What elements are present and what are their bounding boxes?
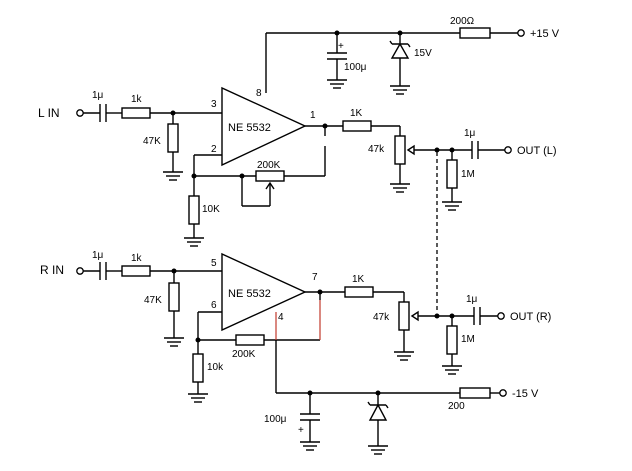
supply-capacitor-plus <box>327 52 347 60</box>
label-c-supply-plus: 100μ <box>344 62 367 73</box>
label-opamp-bottom: NE 5532 <box>228 288 271 300</box>
label-c-supply-minus: 100μ <box>264 414 287 425</box>
label-c-in-r: 1μ <box>92 250 104 261</box>
label-r-out-r: 1K <box>352 274 365 285</box>
label-c-out-l: 1μ <box>464 128 476 139</box>
channel-left: L IN 1μ 1k 47K NE 5532 3 2 8 1 <box>38 86 557 247</box>
label-pot-r: 47k <box>373 312 390 323</box>
label-r-in-r: 1k <box>131 253 143 264</box>
zener-diode-minus <box>367 401 389 421</box>
label-pot-l: 47k <box>368 144 385 155</box>
input-terminal-l <box>76 109 84 117</box>
label-l-in: L IN <box>38 106 60 120</box>
ground-symbol <box>394 351 414 361</box>
label-c-out-r: 1μ <box>466 294 478 305</box>
resistor-gnd-l <box>188 195 200 225</box>
output-capacitor-l <box>471 141 479 159</box>
pin-bottom-out: 7 <box>312 272 318 283</box>
resistor-load-l <box>446 159 458 189</box>
resistor-out-r <box>344 286 374 298</box>
ground-symbol <box>184 237 204 247</box>
label-r-in-l: 1k <box>131 94 143 105</box>
label-r-gnd-r: 10k <box>207 362 224 373</box>
ground-symbol <box>390 183 410 193</box>
label-plus-supply: +15 V <box>530 28 560 40</box>
pin-bottom-noninv: 5 <box>211 258 217 269</box>
output-terminal-l <box>504 146 512 154</box>
label-r-bias-l: 47K <box>143 136 161 147</box>
resistor-supply-minus <box>459 387 491 399</box>
resistor-supply-plus <box>459 27 491 39</box>
opamp-bottom <box>221 252 307 332</box>
label-r-fb-r: 200K <box>232 349 256 360</box>
resistor-load-r <box>446 325 458 355</box>
pin-top-out: 1 <box>310 110 316 121</box>
pin-bottom-inv: 6 <box>211 300 217 311</box>
resistor-gnd-r <box>192 353 204 383</box>
resistor-fb-r <box>235 334 265 346</box>
label-minus-supply: -15 V <box>512 388 539 400</box>
output-terminal-r <box>497 312 505 320</box>
label-zener-plus: 15V <box>414 48 432 59</box>
label-cap-polarity-minus: + <box>298 425 304 436</box>
label-cap-polarity-plus: + <box>338 41 344 52</box>
label-out-l: OUT (L) <box>517 145 557 157</box>
label-out-r: OUT (R) <box>510 311 551 323</box>
resistor-bias-r <box>168 282 180 312</box>
label-r-gnd-l: 10K <box>202 204 220 215</box>
input-capacitor-l <box>99 104 107 122</box>
label-r-supply-minus: 200 <box>448 401 465 412</box>
label-c-in-l: 1μ <box>92 90 104 101</box>
ground-symbol <box>300 441 320 451</box>
channel-right: R IN 1μ 1k 47K NE 5532 5 6 4 7 <box>40 250 551 403</box>
opamp-top <box>221 86 307 167</box>
pin-bottom-vee: 4 <box>278 312 284 323</box>
zener-diode-plus <box>389 40 411 59</box>
label-r-in: R IN <box>40 263 64 277</box>
label-r-fb-l: 200K <box>257 160 281 171</box>
supply-negative: + 100μ 200 -15 V <box>264 312 539 455</box>
resistor-out-l <box>342 120 372 132</box>
resistor-in-l <box>121 107 151 119</box>
ground-symbol <box>442 201 462 211</box>
label-r-out-l: 1K <box>350 108 363 119</box>
label-r-supply-plus: 200Ω <box>450 16 475 27</box>
supply-positive: + 100μ 15V 200Ω +15 V <box>265 16 560 95</box>
ground-symbol <box>327 79 347 89</box>
pin-top-inv: 2 <box>211 144 217 155</box>
potentiometer-l <box>394 135 406 165</box>
ground-symbol <box>442 365 462 375</box>
terminal-plus-15v <box>517 29 525 37</box>
label-r-bias-r: 47K <box>144 295 162 306</box>
label-r-load-r: 1M <box>461 334 475 345</box>
pin-top-vcc: 8 <box>256 88 262 99</box>
label-opamp-top: NE 5532 <box>228 122 271 134</box>
ground-symbol <box>164 337 184 347</box>
potentiometer-r <box>398 301 410 331</box>
input-terminal-r <box>76 267 84 275</box>
ground-symbol <box>163 171 183 181</box>
pin-top-noninv: 3 <box>211 99 217 110</box>
ground-symbol <box>390 85 410 95</box>
label-r-load-l: 1M <box>461 169 475 180</box>
supply-capacitor-minus <box>300 413 320 421</box>
resistor-fb-l <box>255 170 285 182</box>
ground-symbol <box>368 445 388 455</box>
resistor-in-r <box>121 265 151 277</box>
input-capacitor-r <box>99 262 107 280</box>
terminal-minus-15v <box>499 389 507 397</box>
ground-symbol <box>188 393 208 403</box>
resistor-bias-l <box>167 123 179 153</box>
output-capacitor-r <box>473 307 481 325</box>
